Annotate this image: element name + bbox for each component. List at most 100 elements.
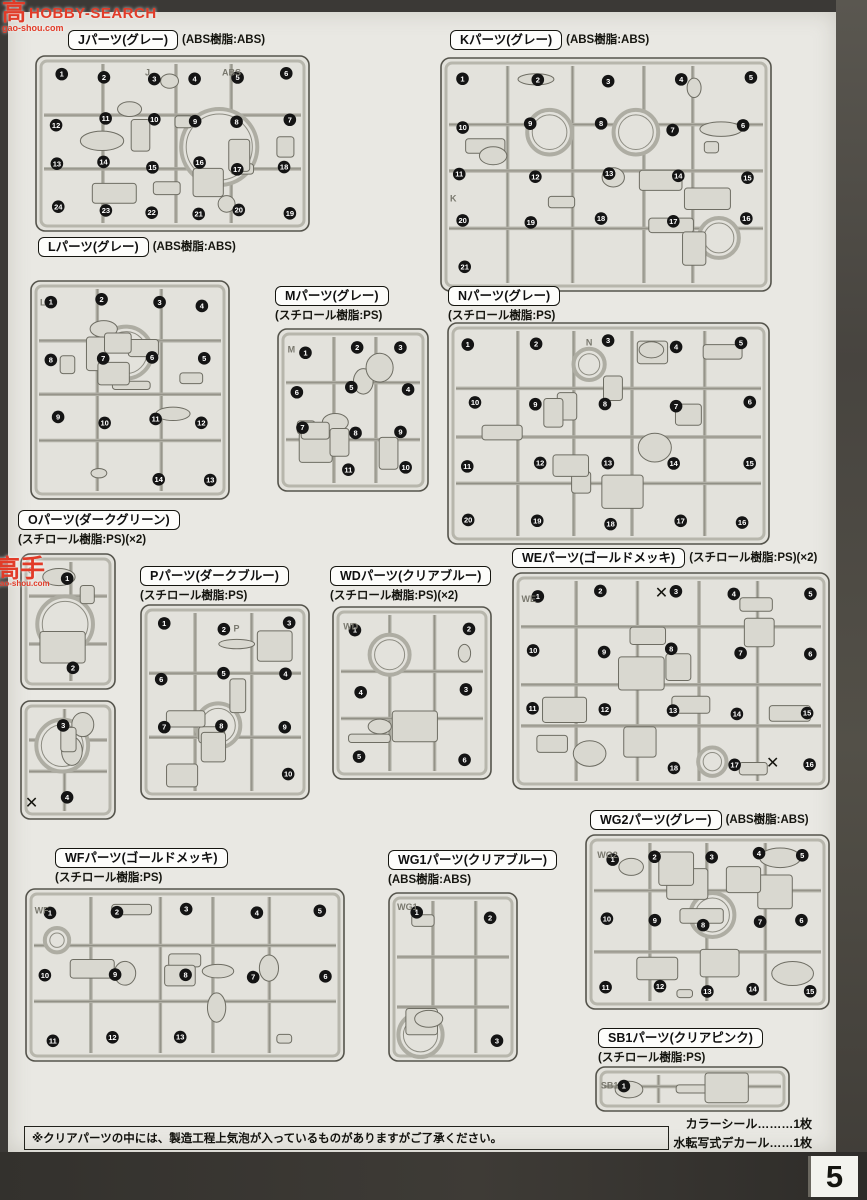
svg-text:1: 1 — [611, 855, 615, 864]
part-shapes — [60, 712, 95, 766]
mold-letter: SB1 — [601, 1081, 619, 1091]
svg-text:8: 8 — [669, 644, 673, 653]
mold-letter: WF — [35, 905, 49, 915]
part-shapes — [405, 914, 444, 1036]
svg-text:1: 1 — [162, 619, 166, 628]
svg-text:7: 7 — [671, 126, 675, 135]
watermark-logo-char-2: 高手 — [0, 555, 46, 583]
mold-letter: WG2 — [597, 850, 618, 860]
svg-text:16: 16 — [805, 760, 813, 769]
x-mark: ✕ — [766, 755, 779, 772]
svg-text:7: 7 — [162, 723, 166, 732]
svg-text:11: 11 — [455, 170, 463, 179]
runner-name-box: WG1パーツ(クリアブルー) — [388, 850, 558, 870]
svg-text:17: 17 — [730, 760, 738, 769]
svg-text:8: 8 — [219, 722, 223, 731]
svg-text:22: 22 — [148, 208, 156, 217]
svg-text:4: 4 — [757, 849, 762, 858]
svg-text:3: 3 — [710, 853, 714, 862]
svg-text:1: 1 — [65, 574, 69, 583]
runner-material: (スチロール樹脂:PS) — [55, 872, 163, 884]
svg-text:3: 3 — [152, 75, 156, 84]
svg-text:4: 4 — [359, 688, 364, 697]
svg-text:2: 2 — [467, 625, 471, 634]
svg-text:4: 4 — [732, 590, 737, 599]
svg-text:5: 5 — [808, 589, 812, 598]
svg-text:15: 15 — [746, 459, 754, 468]
svg-text:8: 8 — [234, 117, 238, 126]
svg-text:2: 2 — [534, 339, 538, 348]
svg-text:4: 4 — [255, 908, 260, 917]
svg-text:4: 4 — [283, 669, 288, 678]
runner-material: (スチロール樹脂:PS)(×2) — [330, 590, 459, 602]
svg-text:6: 6 — [159, 675, 163, 684]
svg-text:11: 11 — [529, 704, 537, 713]
runner-label-m: Mパーツ(グレー)(スチロール樹脂:PS) — [275, 286, 389, 323]
runner-name-box: Oパーツ(ダークグリーン) — [18, 510, 180, 530]
svg-text:3: 3 — [606, 77, 610, 86]
runner-material: (スチロール樹脂:PS)(×2) — [18, 534, 147, 546]
extra-color-seal: カラーシール………1枚 — [685, 1117, 812, 1131]
svg-text:20: 20 — [235, 206, 243, 215]
svg-text:5: 5 — [800, 851, 804, 860]
svg-text:3: 3 — [398, 343, 402, 352]
svg-text:8: 8 — [353, 429, 357, 438]
svg-text:9: 9 — [602, 648, 606, 657]
svg-text:2: 2 — [71, 663, 75, 672]
mold-letter: J — [145, 67, 150, 77]
included-extras-list: カラーシール………1枚 水転写式デカール……1枚 — [673, 1115, 812, 1153]
svg-text:23: 23 — [102, 206, 110, 215]
svg-text:6: 6 — [323, 972, 327, 981]
runner-name-box: WEパーツ(ゴールドメッキ) — [512, 548, 686, 568]
svg-text:15: 15 — [803, 709, 811, 718]
svg-text:1: 1 — [353, 626, 357, 635]
svg-text:12: 12 — [601, 705, 609, 714]
svg-text:17: 17 — [677, 516, 685, 525]
runner-label-wd: WDパーツ(クリアブルー)(スチロール樹脂:PS)(×2) — [330, 566, 492, 603]
runner-material: (スチロール樹脂:PS) — [140, 590, 248, 602]
svg-text:15: 15 — [148, 163, 156, 172]
mold-letter: WE — [522, 594, 537, 604]
runner-material: (スチロール樹脂:PS) — [275, 310, 383, 322]
runner-name-box: WFパーツ(ゴールドメッキ) — [55, 848, 228, 868]
svg-text:3: 3 — [674, 587, 678, 596]
part-shapes — [79, 73, 295, 213]
svg-text:1: 1 — [466, 340, 470, 349]
svg-text:9: 9 — [193, 117, 197, 126]
svg-text:7: 7 — [288, 115, 292, 124]
runner-name-box: Jパーツ(グレー) — [68, 30, 179, 50]
runner-name-box: Kパーツ(グレー) — [450, 30, 563, 50]
svg-text:7: 7 — [300, 423, 304, 432]
svg-text:3: 3 — [61, 721, 65, 730]
svg-text:11: 11 — [602, 983, 610, 992]
runner-diagram-o-1: 1 2 O — [20, 553, 116, 690]
svg-text:6: 6 — [808, 650, 812, 659]
mold-letter: L — [40, 298, 46, 308]
svg-text:5: 5 — [236, 73, 240, 82]
svg-text:2: 2 — [222, 625, 226, 634]
svg-text:7: 7 — [101, 354, 105, 363]
svg-text:16: 16 — [738, 518, 746, 527]
svg-text:18: 18 — [280, 163, 288, 172]
runner-label-wf: WFパーツ(ゴールドメッキ) (スチロール樹脂:PS) — [55, 848, 228, 885]
svg-text:3: 3 — [606, 336, 610, 345]
svg-text:1: 1 — [303, 348, 307, 357]
runner-name-box: SB1パーツ(クリアピンク) — [598, 1028, 763, 1048]
svg-text:5: 5 — [349, 383, 353, 392]
runner-label-j: Jパーツ(グレー)(ABS樹脂:ABS) — [68, 30, 265, 50]
mold-letter: O — [28, 565, 35, 575]
svg-text:10: 10 — [150, 115, 158, 124]
runner-material: (スチロール樹脂:PS) — [448, 310, 556, 322]
svg-text:8: 8 — [603, 400, 607, 409]
runner-label-k: Kパーツ(グレー)(ABS樹脂:ABS) — [450, 30, 649, 50]
svg-text:2: 2 — [99, 295, 103, 304]
x-mark: ✕ — [655, 585, 668, 602]
